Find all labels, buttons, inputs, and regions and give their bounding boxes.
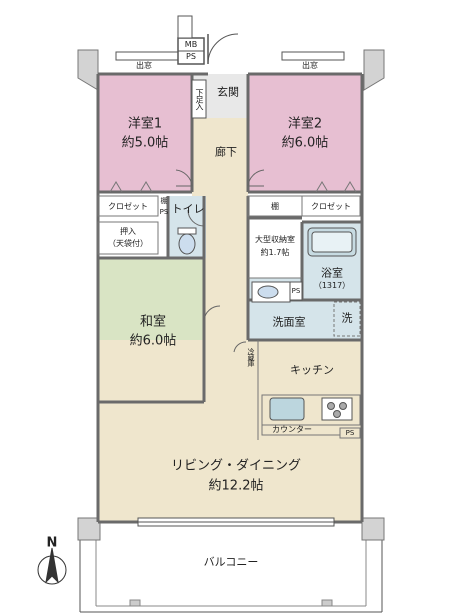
ps-left-label: PS (159, 208, 169, 216)
mb-label: MB (184, 40, 198, 49)
hallway-label: 廊下 (215, 145, 237, 159)
bay-window-right: 出窓 (302, 61, 318, 70)
oshiire-sub-label: （天袋付） (108, 239, 148, 248)
bay-window-left: 出窓 (136, 61, 152, 70)
shelf-left-label: 棚 (160, 197, 168, 205)
toilet-fixture (177, 227, 197, 255)
kitchen-fixtures (269, 397, 353, 421)
pillars (77, 49, 385, 541)
ps-wash-label: PS (291, 287, 301, 295)
kitchen-label: キッチン (290, 363, 334, 377)
closet-left-label: クロゼット (108, 202, 148, 211)
living-name: リビング・ダイニング (170, 458, 302, 474)
thin-lines (97, 195, 361, 440)
entrance-label: 玄関 (217, 85, 239, 99)
room1-area: 約5.0帖 (121, 135, 169, 151)
balcony-label: バルコニー (203, 555, 259, 569)
bath-name: 浴室 (321, 266, 343, 280)
oshiire-label: 押入 (120, 227, 136, 236)
balcony (79, 530, 383, 613)
toilet-label: トイレ (171, 202, 205, 216)
kitchen-floor (258, 340, 362, 440)
shelf-storage-label: 棚 (271, 202, 279, 211)
room2-floor (248, 74, 362, 192)
closet-triangles (109, 181, 357, 193)
room2-area: 約6.0帖 (281, 135, 329, 151)
doors (175, 169, 265, 353)
counter-label: カウンター (272, 425, 312, 434)
japanese-name: 和室 (139, 314, 167, 330)
compass-north-label: N (46, 535, 58, 551)
japanese-area: 約6.0帖 (129, 333, 177, 349)
room1-name: 洋室1 (127, 116, 163, 132)
ps-kitchen-label: PS (345, 429, 355, 437)
living-area: 約12.2帖 (208, 478, 264, 494)
room2-name: 洋室2 (287, 116, 323, 132)
entrance-area (177, 15, 239, 119)
fridge-label: 冷蔵庫 (247, 348, 255, 366)
ps-label-mb: PS (186, 52, 196, 61)
compass-icon (37, 547, 67, 585)
room1-floor (98, 74, 192, 192)
washroom-label: 洗面室 (272, 315, 306, 329)
bath-size: （1317） (313, 281, 351, 290)
storage-area: 約1.7帖 (260, 248, 290, 257)
closet-right-label: クロゼット (311, 202, 351, 211)
windows (115, 51, 345, 527)
shoe-box-label: 下足入 (195, 88, 204, 110)
washer-label: 洗 (341, 311, 353, 325)
storage-name: 大型収納室 (255, 235, 295, 244)
bathtub (307, 227, 357, 257)
wash-basin (251, 281, 303, 303)
